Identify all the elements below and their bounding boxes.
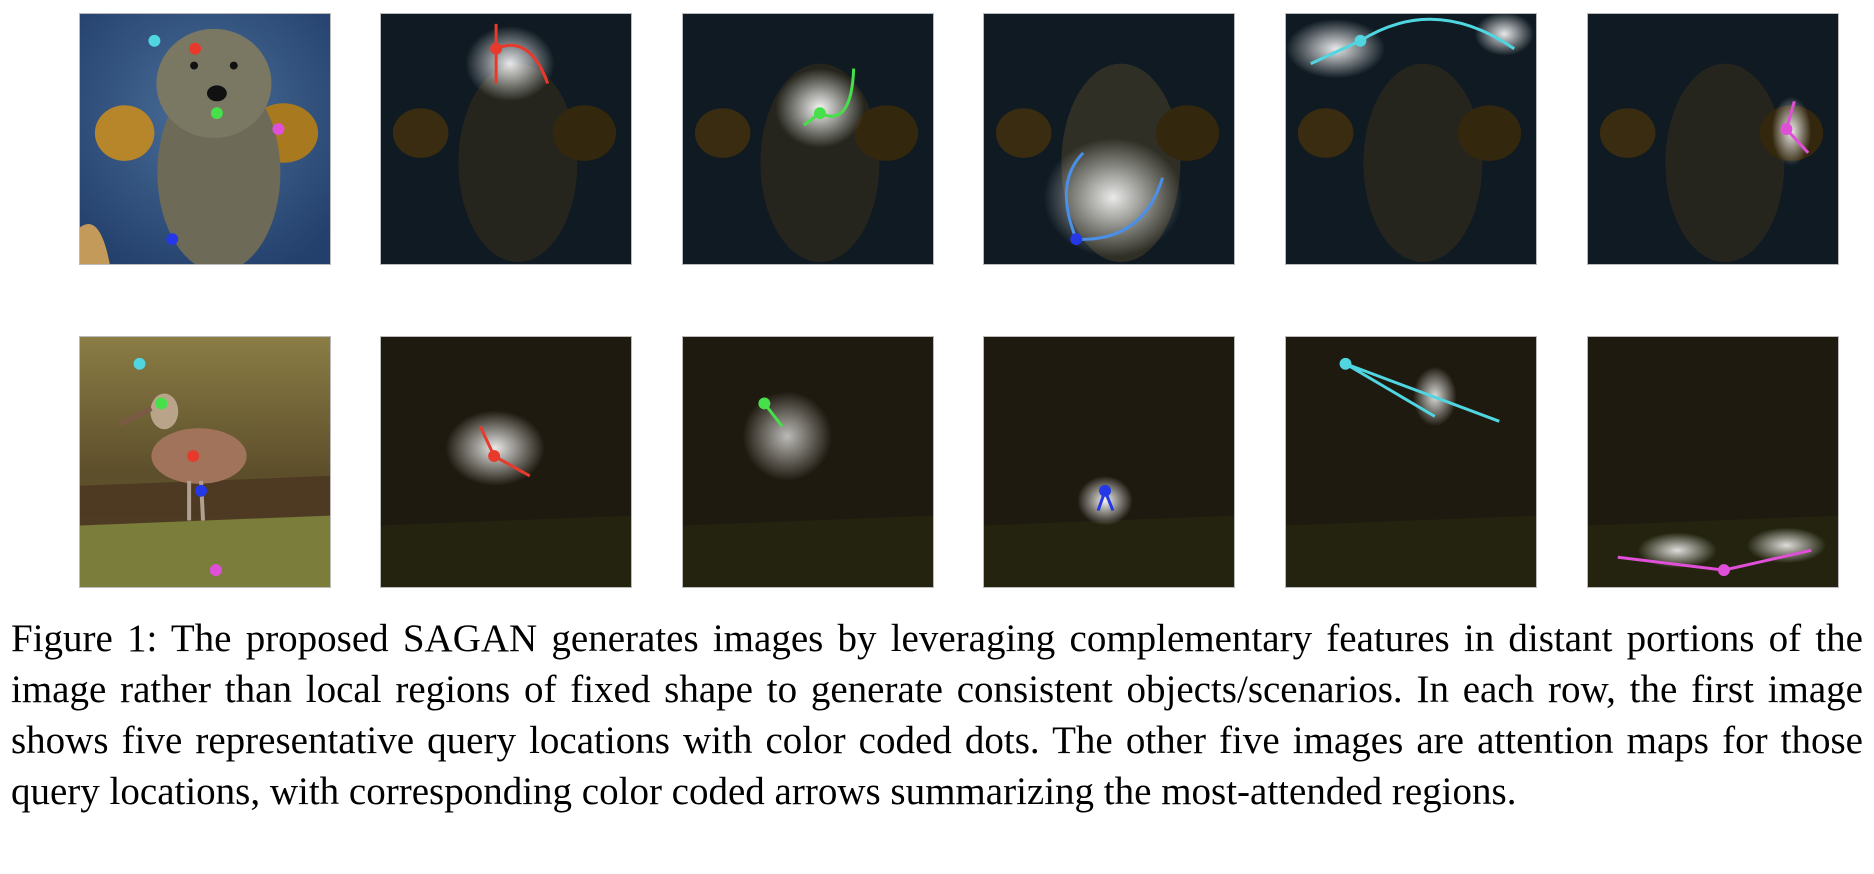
attention-arrow-magenta [1617, 548, 1812, 572]
dog-attention-map-magenta [1587, 13, 1839, 265]
query-dot-cyan [148, 34, 161, 47]
dog-attention-map-green [682, 13, 934, 265]
query-dot-green [155, 397, 168, 410]
bird-attention-map-red [380, 336, 632, 588]
bird-attention-map-green [682, 336, 934, 588]
caption-text: The proposed SAGAN generates images by l… [11, 617, 1863, 813]
attention-arrow-cyan [1344, 362, 1500, 423]
query-dot-blue [166, 233, 179, 246]
bird-attention-map-cyan [1285, 336, 1537, 588]
query-dot-cyan [133, 357, 146, 370]
bird-attention-map-blue [983, 336, 1235, 588]
bird-query-image [79, 336, 331, 588]
query-dot-blue [195, 484, 207, 497]
attention-arrow-blue [1064, 151, 1085, 240]
dog-query-image [79, 13, 331, 265]
attention-arrow-red [495, 43, 550, 84]
figure-grid [79, 13, 1839, 588]
caption-label: Figure 1: [11, 617, 158, 660]
attention-arrow-cyan [1359, 17, 1516, 50]
query-dot-red [189, 42, 202, 55]
dog-attention-map-red [380, 13, 632, 265]
query-dot-magenta [272, 123, 285, 136]
figure-caption: Figure 1: The proposed SAGAN generates i… [11, 613, 1863, 817]
query-dot-magenta [209, 564, 222, 577]
dog-attention-map-blue [983, 13, 1235, 265]
attention-arrow-green [819, 68, 856, 118]
bird-attention-map-magenta [1587, 336, 1839, 588]
query-dot-green [210, 107, 223, 120]
query-dot-red [187, 450, 200, 462]
dog-attention-map-cyan [1285, 13, 1537, 265]
